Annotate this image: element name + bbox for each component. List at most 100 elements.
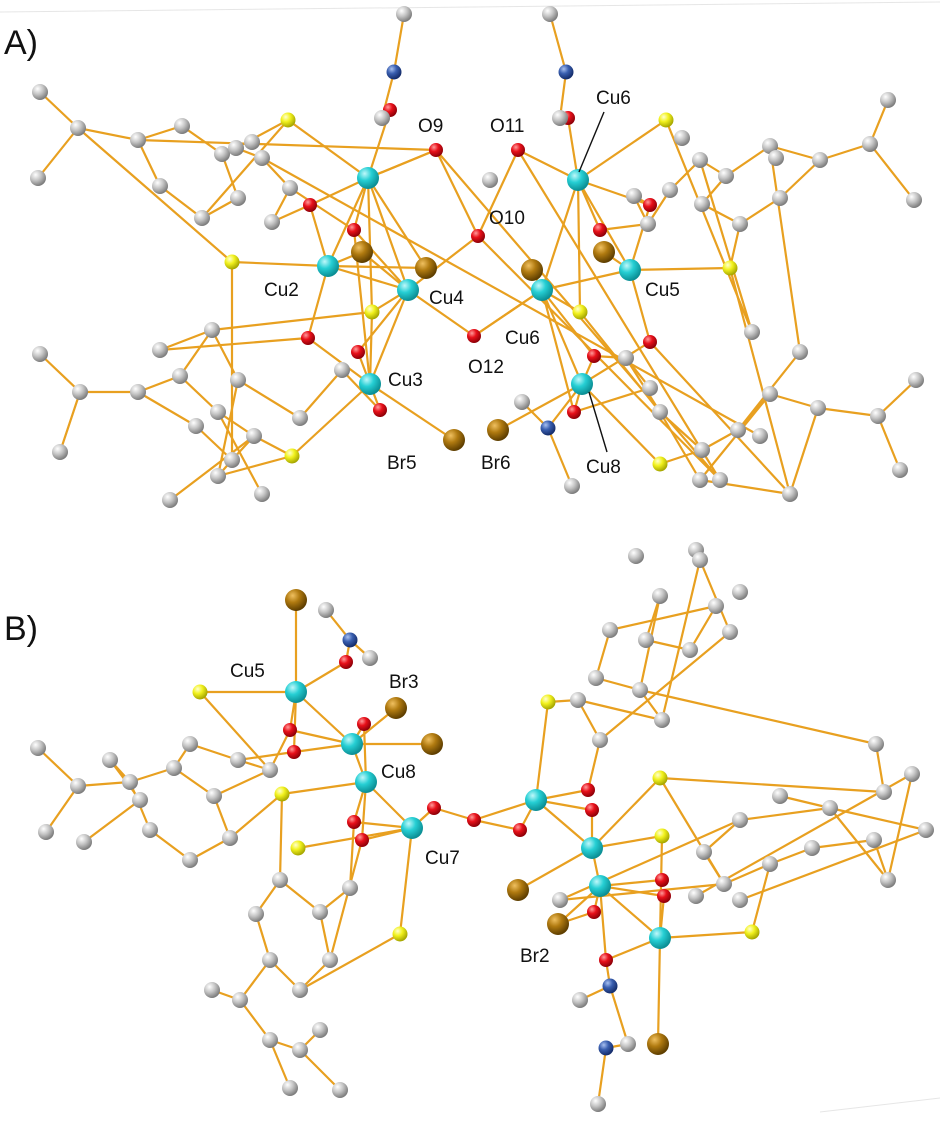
bond bbox=[516, 148, 722, 482]
carbon-atom bbox=[76, 834, 92, 850]
carbon-atom bbox=[230, 752, 246, 768]
carbon-atom bbox=[822, 800, 838, 816]
carbon-atom bbox=[206, 788, 222, 804]
bond bbox=[656, 936, 662, 1046]
bond bbox=[698, 158, 754, 334]
bond bbox=[318, 910, 332, 962]
carbon-atom bbox=[332, 1082, 348, 1098]
carbon-atom bbox=[752, 428, 768, 444]
bond bbox=[576, 118, 668, 182]
bond bbox=[778, 158, 822, 200]
carbon-atom bbox=[214, 146, 230, 162]
carbon-atom bbox=[696, 844, 712, 860]
bond bbox=[352, 228, 410, 292]
bond bbox=[294, 690, 354, 746]
copper-atom bbox=[567, 169, 589, 191]
bond bbox=[366, 148, 438, 180]
bond bbox=[366, 176, 410, 292]
sulfur-atom bbox=[274, 786, 290, 802]
bond bbox=[534, 700, 550, 802]
oxygen-atom bbox=[283, 723, 297, 737]
bond bbox=[238, 958, 272, 1002]
bond bbox=[306, 336, 372, 386]
carbon-atom bbox=[282, 180, 298, 196]
carbon-atom bbox=[52, 444, 68, 460]
carbon-atom bbox=[188, 418, 204, 434]
bond bbox=[210, 328, 240, 382]
bond bbox=[694, 772, 914, 898]
carbon-atom bbox=[730, 422, 746, 438]
carbon-atom bbox=[682, 642, 698, 658]
carbon-atom bbox=[564, 478, 580, 494]
bond bbox=[596, 1046, 608, 1106]
oxygen-atom bbox=[429, 143, 443, 157]
sulfur-atom bbox=[654, 828, 670, 844]
bond bbox=[298, 1048, 342, 1092]
carbon-atom bbox=[694, 196, 710, 212]
bond bbox=[628, 268, 652, 344]
carbon-atom bbox=[810, 400, 826, 416]
sulfur-atom bbox=[280, 112, 296, 128]
carbon-atom bbox=[292, 410, 308, 426]
bromine-atom bbox=[385, 697, 407, 719]
carbon-atom bbox=[222, 830, 238, 846]
bond bbox=[406, 234, 480, 292]
carbon-atom bbox=[880, 872, 896, 888]
carbon-atom bbox=[210, 404, 226, 420]
carbon-atom bbox=[262, 762, 278, 778]
bond bbox=[306, 264, 330, 340]
carbon-atom bbox=[782, 486, 798, 502]
carbon-atom bbox=[292, 982, 308, 998]
carbon-atom bbox=[652, 404, 668, 420]
bond bbox=[576, 178, 582, 314]
oxygen-atom bbox=[567, 405, 581, 419]
bond bbox=[778, 794, 832, 810]
carbon-atom bbox=[640, 216, 656, 232]
bond bbox=[558, 882, 726, 902]
carbon-atom bbox=[272, 872, 288, 888]
carbon-atom bbox=[590, 1096, 606, 1112]
carbon-atom bbox=[224, 452, 240, 468]
carbon-atom bbox=[262, 1032, 278, 1048]
carbon-atom bbox=[318, 602, 334, 618]
bond bbox=[874, 742, 886, 794]
carbon-atom bbox=[762, 856, 778, 872]
bond bbox=[36, 746, 80, 788]
atom-label-br3: Br3 bbox=[389, 672, 419, 693]
oxygen-atom bbox=[471, 229, 485, 243]
bromine-atom bbox=[285, 589, 307, 611]
carbon-atom bbox=[32, 84, 48, 100]
carbon-atom bbox=[262, 952, 278, 968]
carbon-atom bbox=[688, 888, 704, 904]
bromine-atom bbox=[647, 1033, 669, 1055]
bond bbox=[200, 118, 290, 220]
carbon-atom bbox=[322, 952, 338, 968]
bond bbox=[638, 688, 878, 746]
bond bbox=[576, 698, 664, 722]
bond bbox=[738, 828, 928, 902]
sulfur-atom bbox=[744, 924, 760, 940]
bond bbox=[348, 820, 356, 890]
atom-label-cu2: Cu2 bbox=[264, 280, 299, 301]
bond bbox=[658, 410, 702, 482]
bond bbox=[516, 846, 594, 892]
carbon-atom bbox=[142, 822, 158, 838]
bond bbox=[148, 828, 192, 862]
carbon-atom bbox=[694, 442, 710, 458]
atom-label-cu5-a: Cu5 bbox=[645, 280, 680, 301]
bond bbox=[816, 406, 880, 418]
carbon-atom bbox=[654, 712, 670, 728]
bromine-atom bbox=[487, 419, 509, 441]
oxygen-atom bbox=[373, 403, 387, 417]
carbon-atom bbox=[804, 840, 820, 856]
bond bbox=[368, 310, 374, 386]
atom-label-br5: Br5 bbox=[387, 453, 417, 474]
carbon-atom bbox=[866, 832, 882, 848]
carbon-atom bbox=[102, 752, 118, 768]
oxygen-atom bbox=[587, 905, 601, 919]
bond bbox=[868, 142, 916, 202]
carbon-atom bbox=[152, 178, 168, 194]
oxygen-atom bbox=[511, 143, 525, 157]
oxygen-atom bbox=[467, 329, 481, 343]
carbon-atom bbox=[692, 152, 708, 168]
